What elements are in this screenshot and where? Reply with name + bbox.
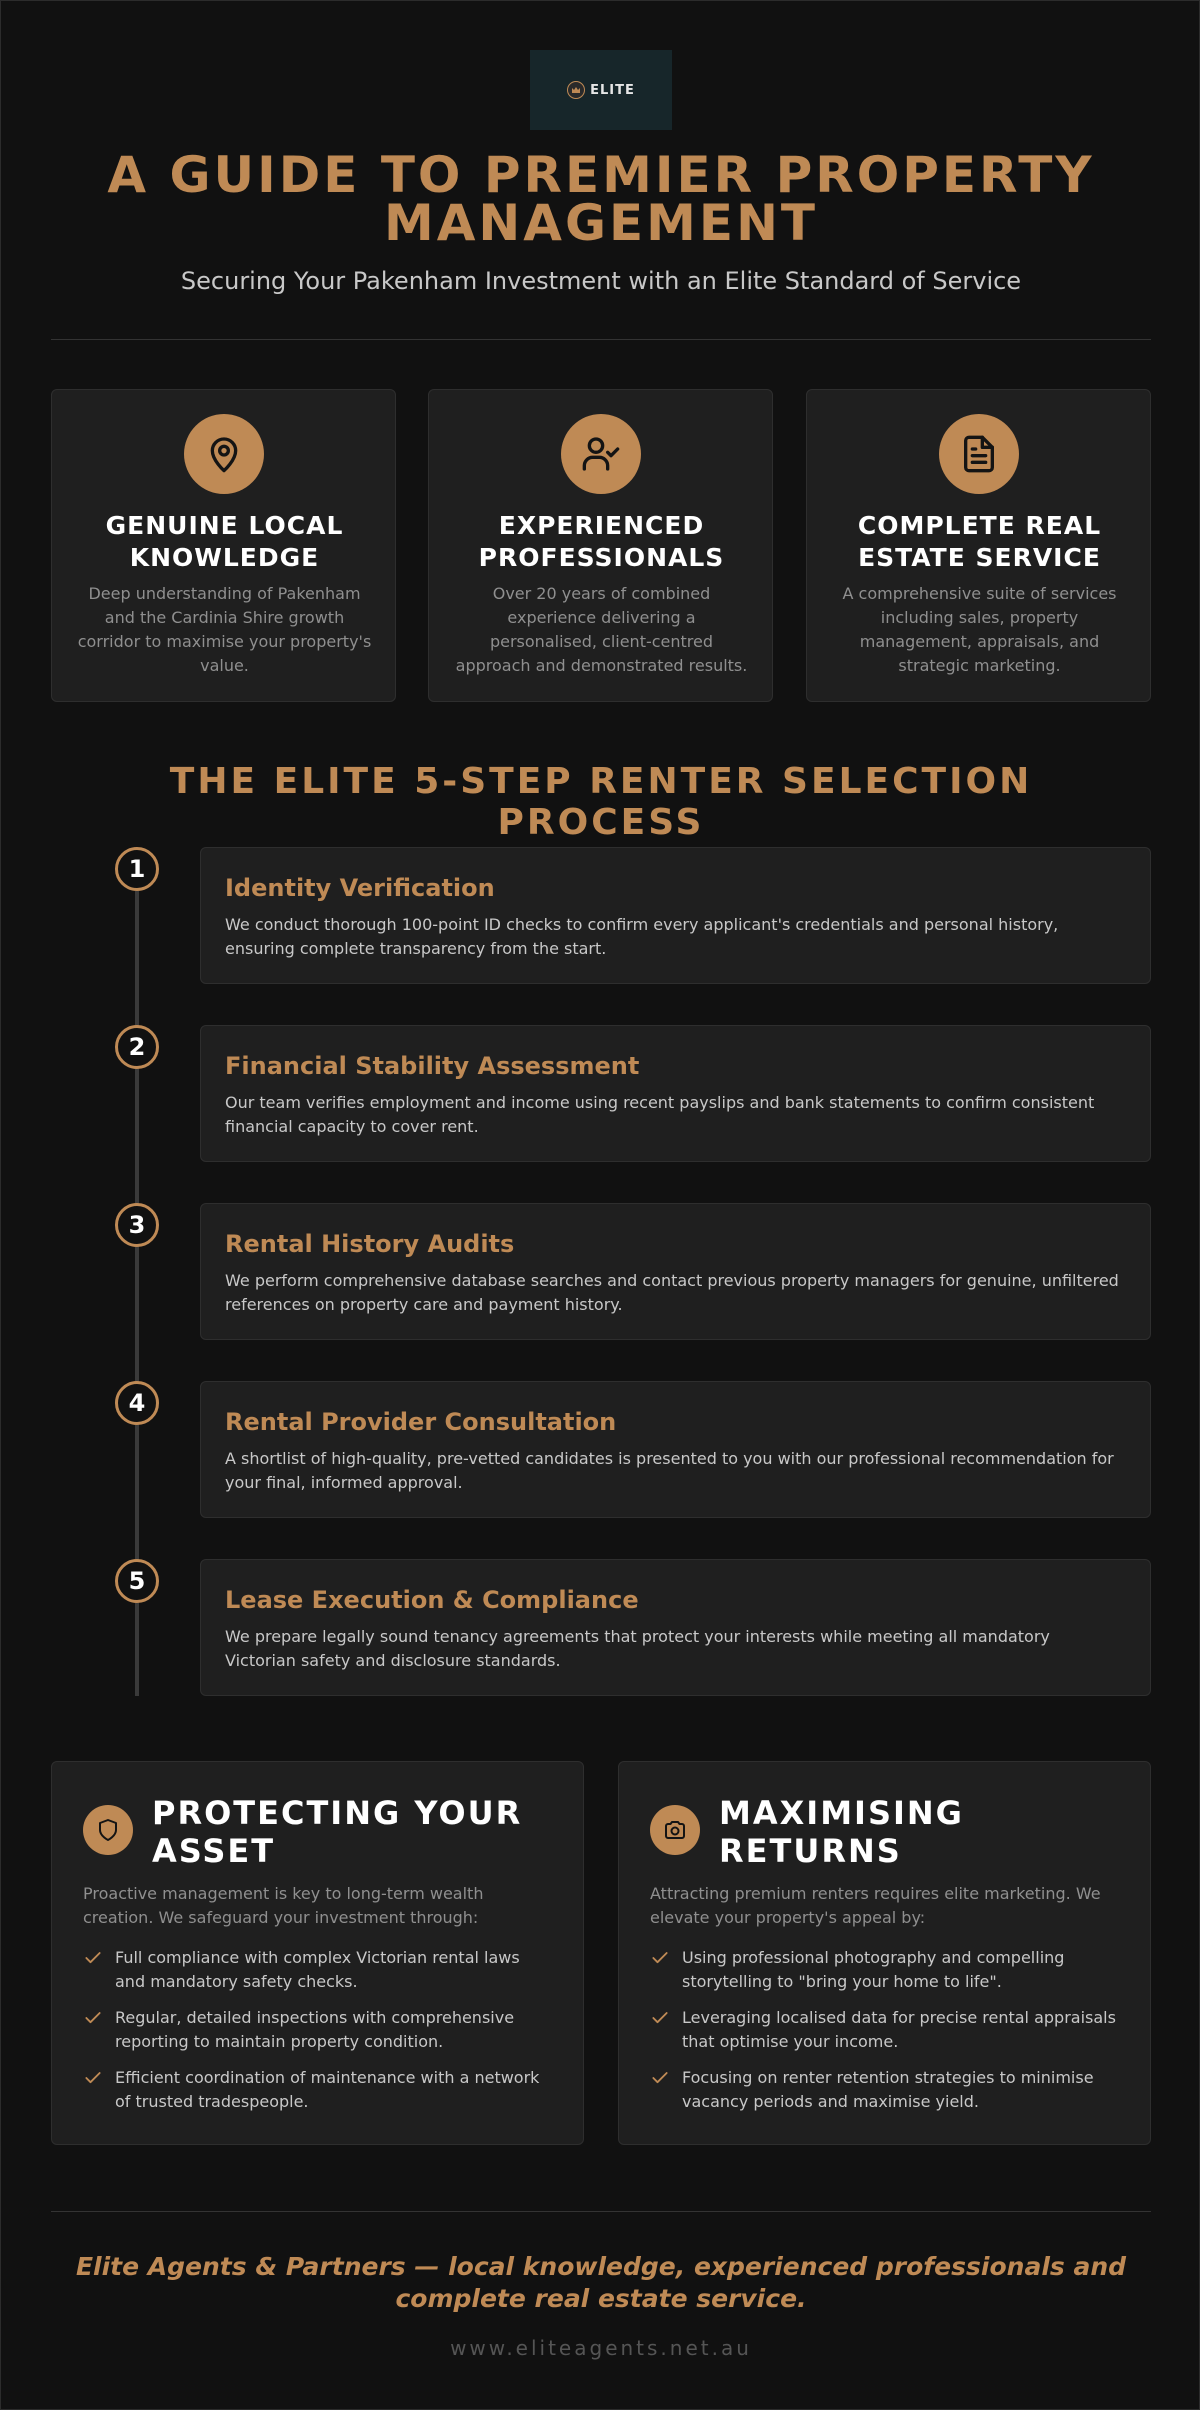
- step-card-financial-stability: Financial Stability Assessment Our team …: [200, 1025, 1151, 1162]
- step-number-3: 3: [115, 1203, 159, 1247]
- check-icon: [652, 2012, 668, 2024]
- feature-description: Deep understanding of Pakenham and the C…: [77, 584, 372, 675]
- process-title: THE ELITE 5-STEP RENTER SELECTION PROCES…: [169, 761, 1033, 843]
- step-title: Financial Stability Assessment: [225, 1052, 640, 1080]
- timeline-line: [135, 891, 139, 1696]
- footer-tagline: Elite Agents & Partners — local knowledg…: [75, 2252, 1127, 2313]
- footer-url[interactable]: www.eliteagents.net.au: [450, 2336, 752, 2360]
- check-icon: [652, 2072, 668, 2084]
- step-card-lease-execution: Lease Execution & Compliance We prepare …: [200, 1559, 1151, 1696]
- feature-description: Over 20 years of combined experience del…: [455, 584, 748, 675]
- list-item-text: Full compliance with complex Victorian r…: [115, 1948, 520, 1991]
- check-icon: [85, 2072, 101, 2084]
- panel-title: PROTECTING YOUR ASSET: [152, 1794, 523, 1870]
- step-number-4: 4: [115, 1381, 159, 1425]
- panel-title: MAXIMISING RETURNS: [719, 1794, 964, 1870]
- check-icon: [85, 2012, 101, 2024]
- step-title: Rental Provider Consultation: [225, 1408, 617, 1436]
- step-description: We perform comprehensive database search…: [225, 1271, 1119, 1314]
- user-check-icon: [561, 414, 641, 494]
- panel-intro: Proactive management is key to long-term…: [83, 1884, 484, 1927]
- step-description: We prepare legally sound tenancy agreeme…: [225, 1627, 1050, 1670]
- step-description: We conduct thorough 100-point ID checks …: [225, 915, 1059, 958]
- list-item-text: Leveraging localised data for precise re…: [682, 2008, 1116, 2051]
- feature-title: EXPERIENCED PROFESSIONALS: [478, 511, 725, 572]
- logo: ELITE: [530, 50, 672, 130]
- feature-card-experienced-professionals: EXPERIENCED PROFESSIONALS Over 20 years …: [428, 389, 773, 702]
- step-title: Rental History Audits: [225, 1230, 515, 1258]
- list-item: Focusing on renter retention strategies …: [650, 2066, 1120, 2114]
- logo-text: ELITE: [590, 82, 635, 98]
- document-icon: [939, 414, 1019, 494]
- list-item-text: Using professional photography and compe…: [682, 1948, 1065, 1991]
- crown-icon: [567, 81, 586, 99]
- feature-description: A comprehensive suite of services includ…: [842, 584, 1117, 675]
- step-title: Identity Verification: [225, 874, 495, 902]
- shield-icon: [83, 1805, 133, 1855]
- panel-intro: Attracting premium renters requires elit…: [650, 1884, 1101, 1927]
- check-icon: [85, 1952, 101, 1964]
- list-item-text: Efficient coordination of maintenance wi…: [115, 2068, 540, 2111]
- feature-title: COMPLETE REAL ESTATE SERVICE: [857, 511, 1102, 572]
- list-item-text: Focusing on renter retention strategies …: [682, 2068, 1094, 2111]
- step-description: Our team verifies employment and income …: [225, 1093, 1095, 1136]
- step-number-5: 5: [115, 1559, 159, 1603]
- page-subtitle: Securing Your Pakenham Investment with a…: [180, 267, 1022, 295]
- header-divider: [51, 339, 1151, 340]
- feature-card-local-knowledge: GENUINE LOCAL KNOWLEDGE Deep understandi…: [51, 389, 396, 702]
- list-item-text: Regular, detailed inspections with compr…: [115, 2008, 515, 2051]
- panel-list: Full compliance with complex Victorian r…: [83, 1946, 553, 2126]
- step-description: A shortlist of high-quality, pre-vetted …: [225, 1449, 1114, 1492]
- step-number-2: 2: [115, 1025, 159, 1069]
- panel-maximising-returns: MAXIMISING RETURNS Attracting premium re…: [618, 1761, 1151, 2145]
- step-card-identity-verification: Identity Verification We conduct thoroug…: [200, 847, 1151, 984]
- step-title: Lease Execution & Compliance: [225, 1586, 639, 1614]
- panel-list: Using professional photography and compe…: [650, 1946, 1120, 2126]
- camera-icon: [650, 1805, 700, 1855]
- step-card-provider-consultation: Rental Provider Consultation A shortlist…: [200, 1381, 1151, 1518]
- panel-protecting-asset: PROTECTING YOUR ASSET Proactive manageme…: [51, 1761, 584, 2145]
- step-card-rental-history: Rental History Audits We perform compreh…: [200, 1203, 1151, 1340]
- check-icon: [652, 1952, 668, 1964]
- feature-card-complete-service: COMPLETE REAL ESTATE SERVICE A comprehen…: [806, 389, 1151, 702]
- page-title: A GUIDE TO PREMIER PROPERTY MANAGEMENT: [107, 146, 1095, 252]
- map-pin-icon: [184, 414, 264, 494]
- list-item: Efficient coordination of maintenance wi…: [83, 2066, 553, 2114]
- feature-title: GENUINE LOCAL KNOWLEDGE: [105, 511, 344, 572]
- list-item: Using professional photography and compe…: [650, 1946, 1120, 1994]
- list-item: Full compliance with complex Victorian r…: [83, 1946, 553, 1994]
- list-item: Regular, detailed inspections with compr…: [83, 2006, 553, 2054]
- footer-divider: [51, 2211, 1151, 2212]
- list-item: Leveraging localised data for precise re…: [650, 2006, 1120, 2054]
- step-number-1: 1: [115, 847, 159, 891]
